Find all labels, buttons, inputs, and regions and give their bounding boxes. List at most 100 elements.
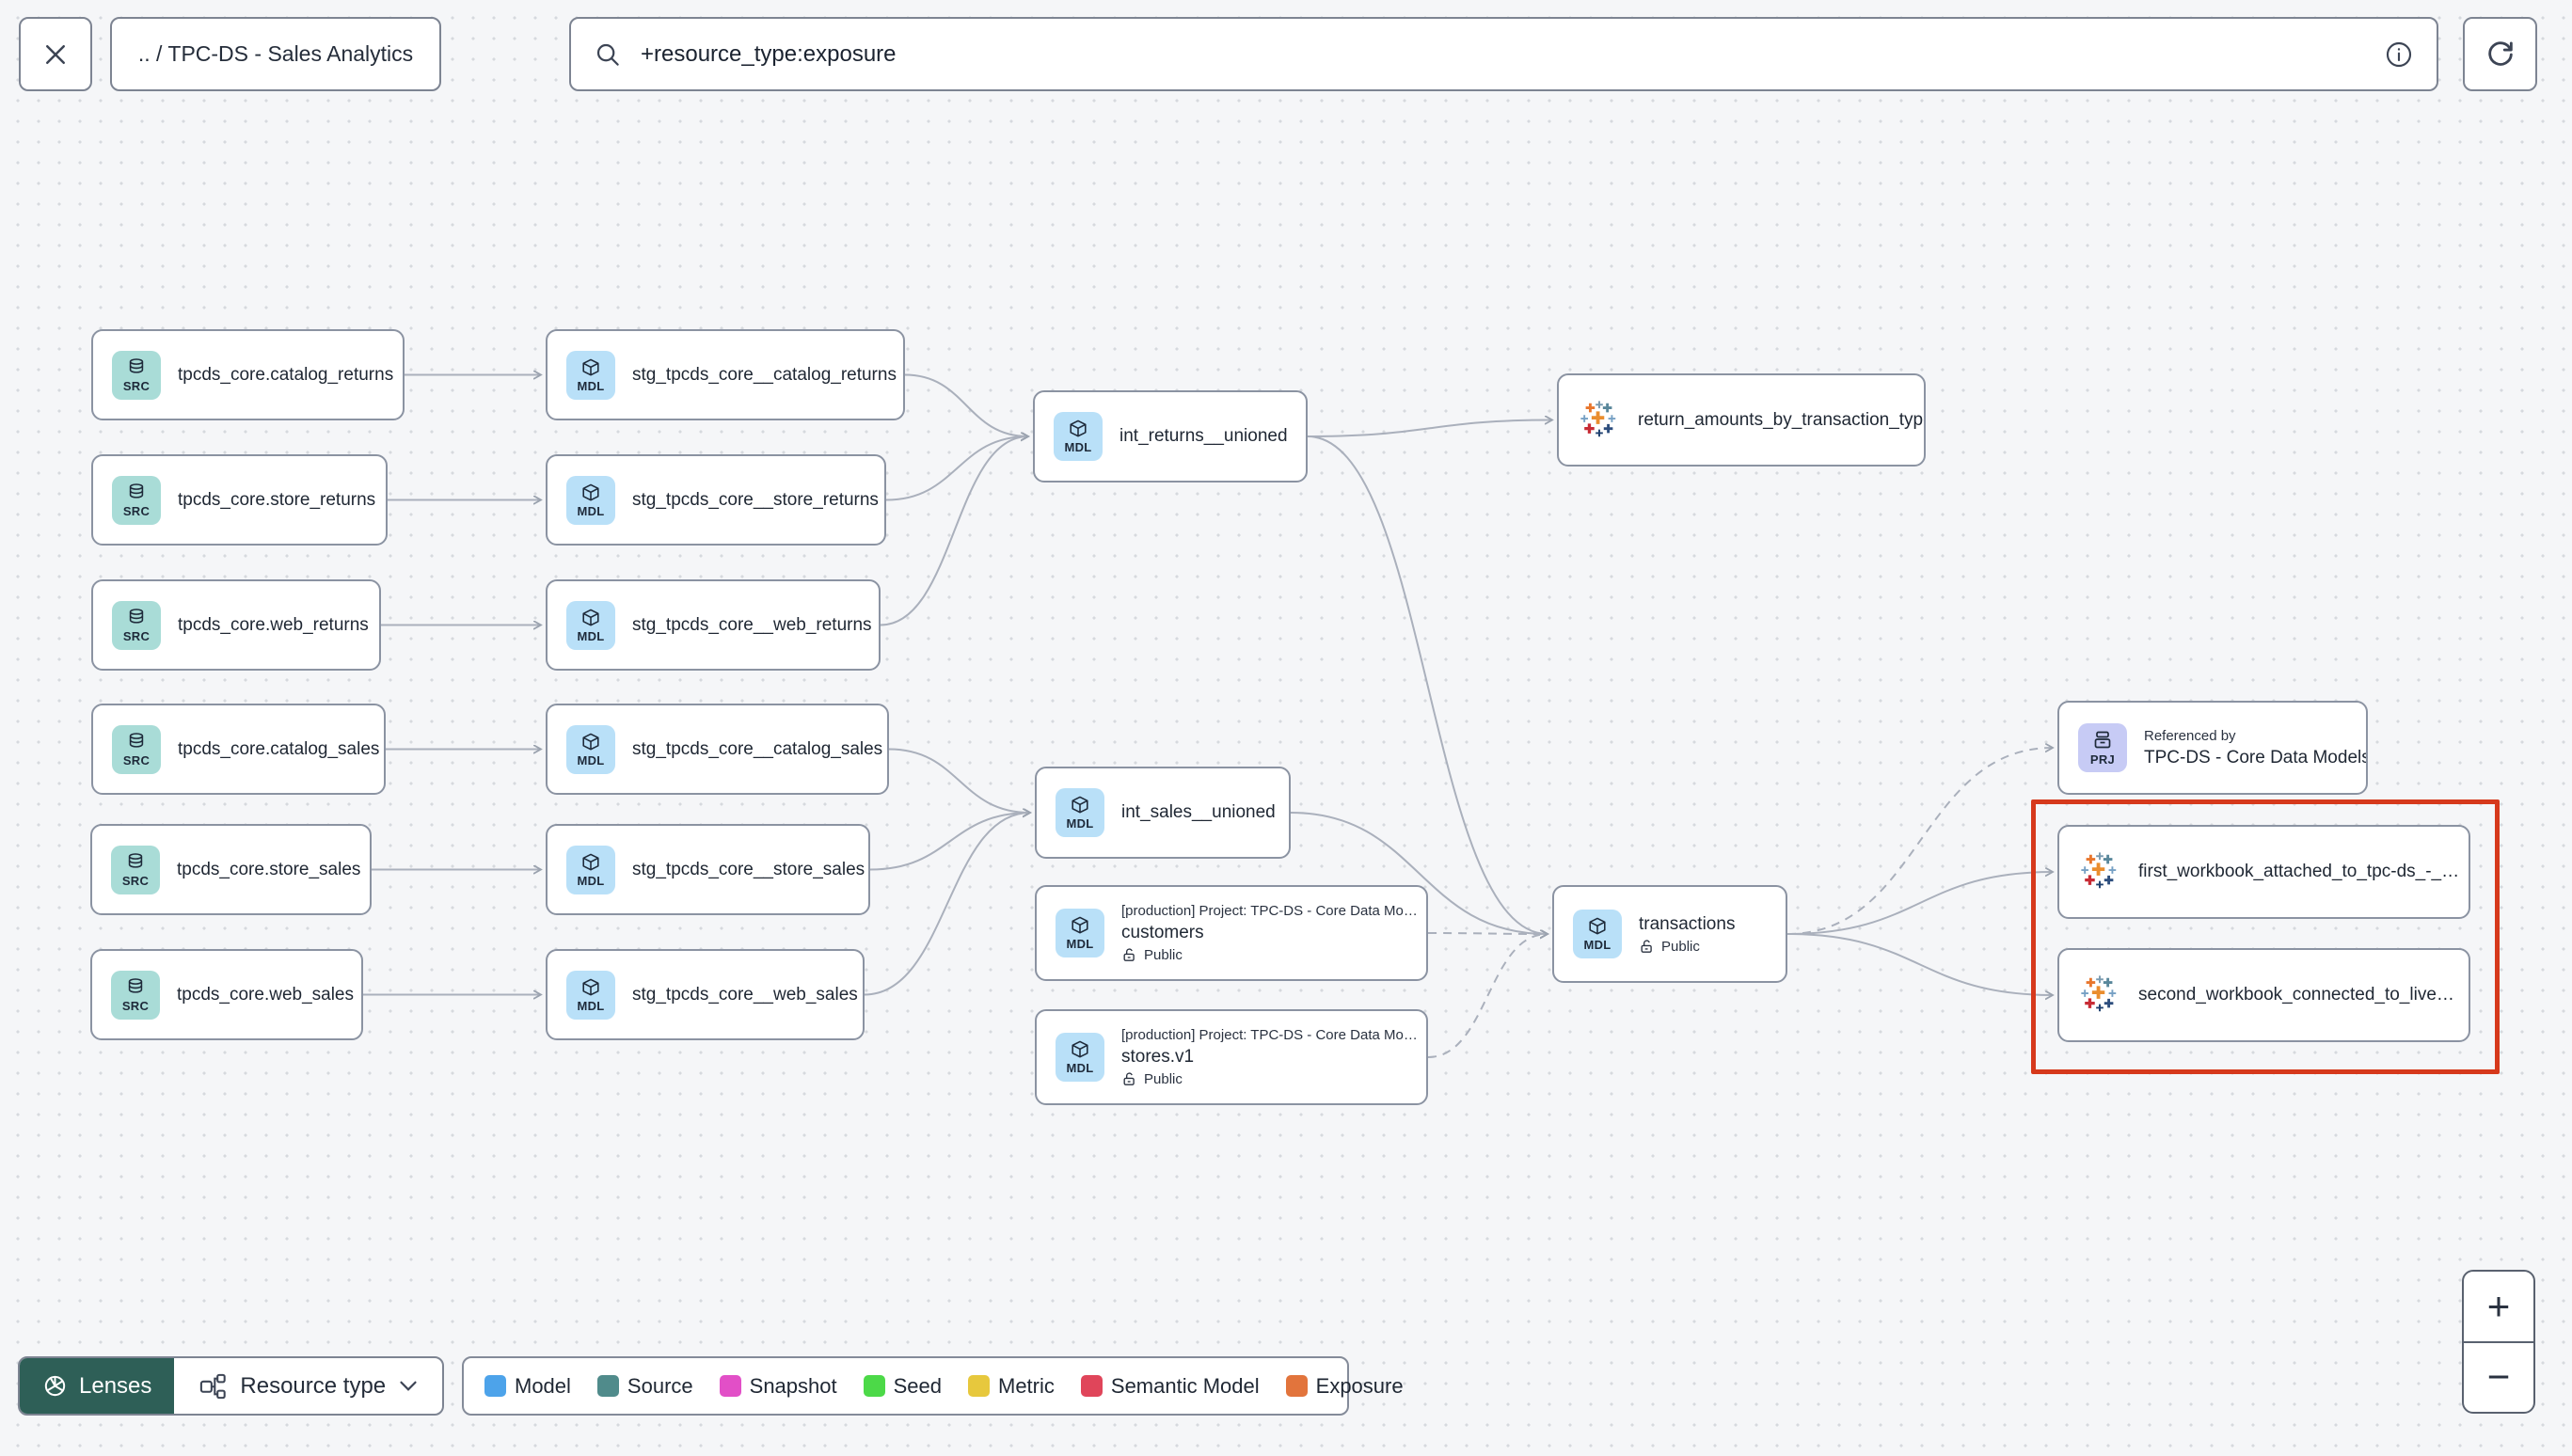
zoom-controls: + − xyxy=(2462,1270,2535,1414)
database-icon xyxy=(126,483,147,503)
node-label: int_sales__unioned xyxy=(1121,802,1276,822)
node-label: tpcds_core.web_sales xyxy=(177,984,354,1005)
legend-item-metric: Metric xyxy=(968,1374,1055,1399)
lenses-icon xyxy=(42,1373,68,1399)
edge-stg-store-returns-to-int-returns xyxy=(885,436,1028,501)
cube-icon xyxy=(1070,795,1090,815)
lock-open-icon xyxy=(1121,1071,1137,1087)
edge-stg-catalog-returns-to-int-returns xyxy=(904,373,1028,437)
cube-icon xyxy=(1070,915,1090,936)
node-label: tpcds_core.store_returns xyxy=(178,489,376,510)
mdl-badge: MDL xyxy=(1056,909,1104,957)
node-src-catalog-returns[interactable]: SRC tpcds_core.catalog_returns xyxy=(91,329,405,420)
cube-icon xyxy=(580,357,601,378)
close-button[interactable] xyxy=(19,17,92,91)
src-badge: SRC xyxy=(111,970,160,1020)
node-label: transactions xyxy=(1639,913,1736,934)
legend-item-source: Source xyxy=(596,1373,693,1399)
database-icon xyxy=(126,608,147,628)
node-label: TPC-DS - Core Data Models xyxy=(2144,747,2368,768)
zoom-out-button[interactable]: − xyxy=(2486,1354,2511,1400)
breadcrumb[interactable]: .. / TPC-DS - Sales Analytics xyxy=(110,17,441,91)
badge-label: MDL xyxy=(577,628,605,643)
node-label: tpcds_core.catalog_returns xyxy=(178,364,394,385)
legend-swatch xyxy=(968,1375,990,1397)
resource-type-dropdown[interactable]: Resource type xyxy=(174,1358,442,1414)
node-project-header: [production] Project: TPC-DS - Core Data… xyxy=(1121,903,1418,919)
refresh-icon xyxy=(2485,39,2516,71)
resource-type-icon xyxy=(198,1372,227,1401)
tableau-icon xyxy=(1578,399,1621,442)
refresh-button[interactable] xyxy=(2463,17,2537,91)
node-label: stg_tpcds_core__catalog_sales xyxy=(632,738,883,759)
node-label: stg_tpcds_core__store_returns xyxy=(632,489,879,510)
badge-label: MDL xyxy=(1583,938,1611,952)
legend-label: Metric xyxy=(998,1373,1055,1398)
project-icon xyxy=(2091,729,2114,752)
edge-transactions-to-wb1 xyxy=(1786,872,2053,935)
edge-int-returns-to-transactions xyxy=(1307,435,1548,934)
badge-label: SRC xyxy=(122,628,151,643)
prj-badge: PRJ xyxy=(2078,723,2127,772)
badge-label: SRC xyxy=(121,998,150,1013)
badge-label: MDL xyxy=(1064,440,1092,454)
close-icon xyxy=(41,40,70,69)
database-icon xyxy=(126,732,147,752)
node-project-header: [production] Project: TPC-DS - Core Data… xyxy=(1121,1027,1418,1043)
visibility-label: Public xyxy=(1144,947,1183,963)
lenses-button[interactable]: Lenses xyxy=(20,1358,175,1414)
node-return-amounts[interactable]: return_amounts_by_transaction_type xyxy=(1557,373,1926,467)
breadcrumb-label: .. / TPC-DS - Sales Analytics xyxy=(137,41,414,66)
lenses-label: Lenses xyxy=(79,1372,152,1399)
badge-label: SRC xyxy=(122,378,151,393)
node-wb2[interactable]: second_workbook_connected_to_live… xyxy=(2057,948,2470,1042)
legend-swatch xyxy=(596,1375,619,1397)
node-label: stores.v1 xyxy=(1121,1047,1195,1067)
node-customers[interactable]: MDL [production] Project: TPC-DS - Core D… xyxy=(1035,885,1428,981)
node-label: first_workbook_attached_to_tpc-ds_-_… xyxy=(2138,862,2460,881)
node-src-store-returns[interactable]: SRC tpcds_core.store_returns xyxy=(91,454,388,546)
src-badge: SRC xyxy=(111,845,160,894)
resource-type-label: Resource type xyxy=(240,1372,387,1399)
badge-label: MDL xyxy=(1066,1061,1094,1075)
src-badge: SRC xyxy=(112,600,161,650)
mdl-badge: MDL xyxy=(566,970,615,1020)
info-icon[interactable] xyxy=(2384,40,2414,70)
legend-label: Seed xyxy=(893,1373,942,1398)
node-int-sales[interactable]: MDL int_sales__unioned xyxy=(1035,767,1291,859)
badge-label: SRC xyxy=(122,503,151,518)
src-badge: SRC xyxy=(112,724,161,774)
node-stores[interactable]: MDL [production] Project: TPC-DS - Core D… xyxy=(1035,1009,1428,1105)
node-label: second_workbook_connected_to_live… xyxy=(2138,985,2454,1005)
node-wb1[interactable]: first_workbook_attached_to_tpc-ds_-_… xyxy=(2057,825,2470,919)
node-visibility: Public xyxy=(1121,1071,1411,1087)
legend-label: Source xyxy=(627,1373,693,1398)
node-src-web-sales[interactable]: SRC tpcds_core.web_sales xyxy=(90,949,363,1040)
legend-item-semantic-model: Semantic Model xyxy=(1080,1374,1260,1399)
zoom-in-button[interactable]: + xyxy=(2464,1272,2533,1343)
legend-item-seed: Seed xyxy=(863,1373,942,1399)
search-bar xyxy=(569,17,2438,91)
mdl-badge: MDL xyxy=(1056,788,1104,837)
mdl-badge: MDL xyxy=(566,350,615,400)
database-icon xyxy=(125,852,146,873)
badge-label: PRJ xyxy=(2089,752,2116,767)
edge-stores-to-transactions xyxy=(1427,934,1548,1058)
node-label: stg_tpcds_core__store_sales xyxy=(632,859,865,879)
badge-label: MDL xyxy=(577,378,605,393)
legend-label: Snapshot xyxy=(749,1373,837,1398)
search-input[interactable] xyxy=(639,40,2367,69)
